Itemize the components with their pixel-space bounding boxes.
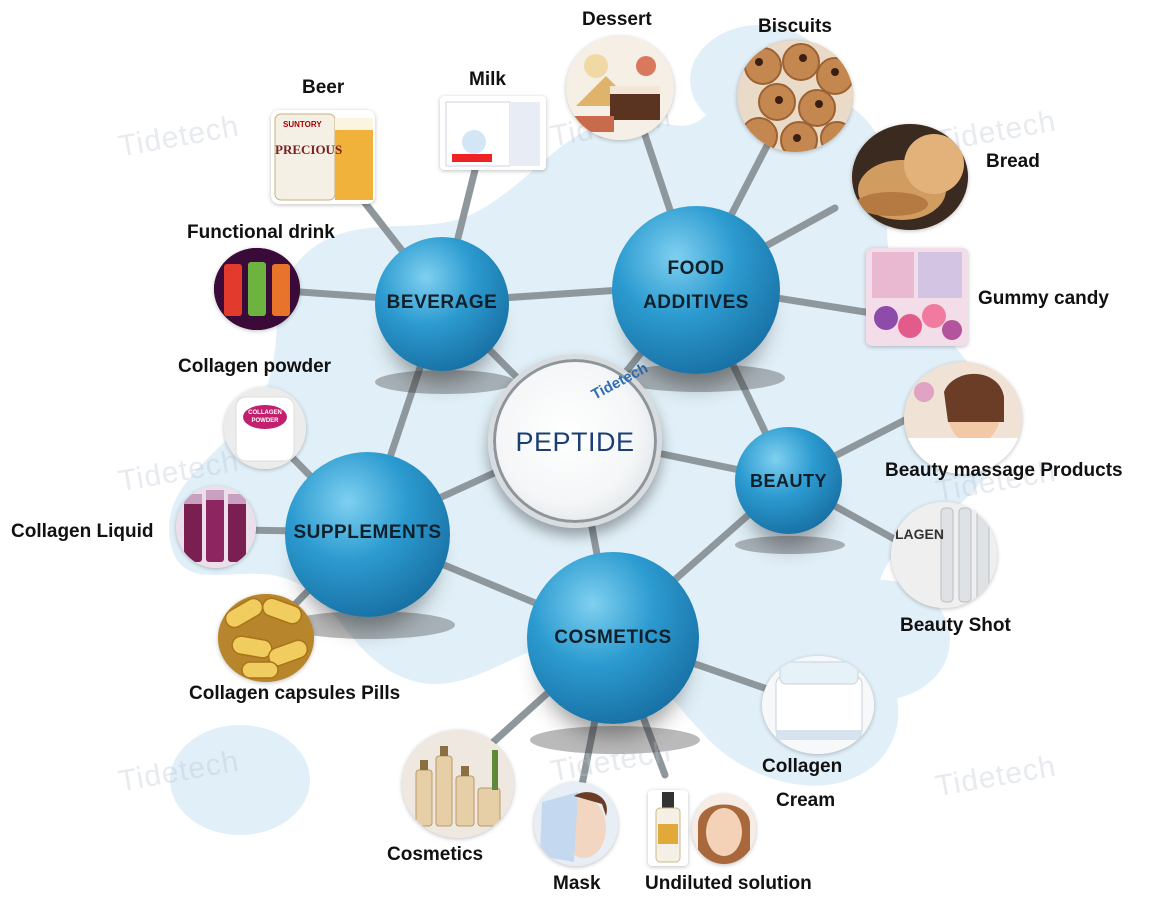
label-collagen-cream-line2: Cream: [776, 790, 836, 811]
hub-supplements-label: SUPPLEMENTS: [293, 522, 442, 543]
beer-name-text: PRECIOUS: [275, 142, 343, 157]
hub-beauty: BEAUTY: [735, 427, 842, 534]
face-image: [692, 794, 756, 864]
hub-cosmetics: COSMETICS: [527, 552, 699, 724]
hub-shadows: [285, 364, 845, 754]
beer-image: SUNTORY PRECIOUS: [271, 110, 375, 204]
functional-drink-image: [214, 248, 300, 330]
hub-cosmetics-label: COSMETICS: [554, 627, 672, 648]
mask-icon: [534, 782, 618, 866]
hub-beauty-label: BEAUTY: [749, 471, 827, 491]
serum-bottle-image: [648, 790, 688, 866]
hub-food-label-line1: FOOD: [667, 258, 725, 279]
serum-bottle-icon: [655, 792, 681, 863]
label-mask: Mask: [553, 873, 601, 894]
label-milk: Milk: [469, 69, 506, 90]
hub-supplements: SUPPLEMENTS: [285, 452, 450, 617]
core-label: PEPTIDE: [515, 427, 635, 457]
label-collagen-cream-line1: Collagen: [762, 756, 843, 777]
beauty-shot-image: LAGEN: [891, 502, 997, 608]
label-cosmetics: Cosmetics: [387, 844, 484, 865]
dessert-image: [566, 36, 674, 140]
beauty-shot-text: LAGEN: [895, 526, 944, 542]
label-collagen-capsules: Collagen capsules Pills: [189, 683, 401, 704]
mask-image: [534, 782, 618, 866]
label-beer: Beer: [302, 77, 345, 98]
label-gummy-candy: Gummy candy: [978, 288, 1109, 309]
label-biscuits: Biscuits: [758, 16, 832, 37]
label-beauty-shot: Beauty Shot: [900, 615, 1011, 636]
gummy-candy-image: [866, 248, 968, 346]
hub-beverage-label: BEVERAGE: [386, 292, 498, 313]
beer-icon: [274, 113, 373, 201]
peptide-core: Tidetech PEPTIDE: [488, 354, 662, 528]
bread-icon: [852, 124, 968, 230]
dessert-icon: [566, 36, 674, 140]
collagen-cream-icon: [762, 656, 874, 754]
functional-drink-icon: [214, 248, 300, 330]
cosmetics-icon: [402, 730, 514, 838]
collagen-powder-text: COLLAGEN POWDER: [248, 410, 282, 424]
beauty-massage-icon: [904, 362, 1022, 474]
collagen-capsules-image: [218, 594, 314, 682]
label-bread: Bread: [986, 151, 1040, 172]
label-functional-drink: Functional drink: [187, 222, 335, 243]
label-beauty-massage: Beauty massage Products: [885, 460, 1123, 481]
label-undiluted-solution: Undiluted solution: [645, 873, 812, 894]
face-icon: [692, 794, 756, 864]
label-collagen-liquid: Collagen Liquid: [11, 521, 154, 542]
collagen-powder-icon: [224, 387, 306, 469]
collagen-liquid-icon: [176, 486, 256, 568]
label-dessert: Dessert: [582, 9, 652, 30]
milk-image: [440, 96, 546, 170]
collagen-powder-image: COLLAGEN POWDER: [224, 387, 306, 469]
gummy-candy-icon: [866, 248, 968, 346]
cosmetics-image: [402, 730, 514, 838]
biscuits-icon: [737, 40, 853, 152]
collagen-liquid-image: [176, 486, 256, 568]
bread-image: [852, 124, 968, 230]
beauty-shot-icon: [891, 502, 997, 608]
beer-brand-text: SUNTORY: [283, 120, 322, 129]
collagen-cream-image: [762, 656, 874, 754]
collagen-capsules-icon: [218, 594, 314, 682]
beauty-massage-image: [904, 362, 1022, 474]
label-collagen-powder: Collagen powder: [178, 356, 332, 377]
milk-icon: [445, 101, 540, 167]
hub-beverage: BEVERAGE: [375, 237, 509, 371]
biscuits-image: [737, 40, 853, 152]
hub-food-label-line2: ADDITIVES: [643, 292, 749, 313]
hub-food-additives: FOOD ADDITIVES: [612, 206, 780, 374]
